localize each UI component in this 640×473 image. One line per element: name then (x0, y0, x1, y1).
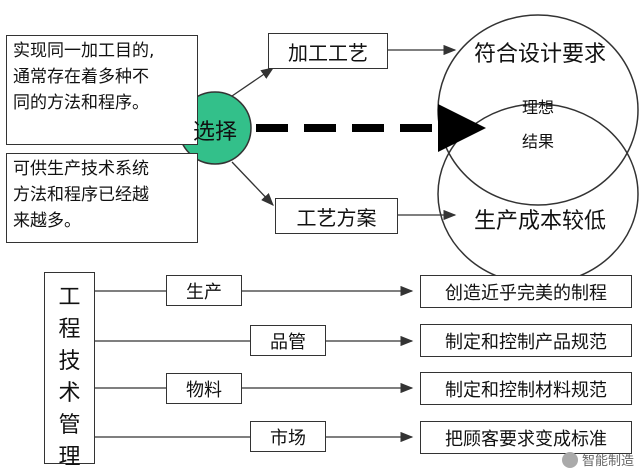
watermark-text: 智能制造 (581, 454, 634, 469)
note-lower-line3: 来越多。 (13, 211, 81, 231)
row-label-text-2: 品管 (270, 331, 306, 353)
watermark: 智能制造 (561, 450, 634, 469)
lower-option-label: 工艺方案 (296, 205, 377, 230)
note-upper-line3: 同的方法和程序。 (13, 93, 149, 113)
row-result-text-4: 把顾客要求变成标准 (445, 428, 607, 450)
row-label-material: 物料 (166, 373, 242, 404)
row-label-production: 生产 (166, 275, 242, 306)
circle-upper-text: 符合设计要求 (473, 42, 606, 67)
wechat-icon (561, 451, 578, 468)
note-lower-line1: 可供生产技术系统 (13, 159, 149, 179)
note-upper-line1: 实现同一加工目的, (13, 41, 155, 61)
title-char-3: 技 (58, 349, 81, 374)
row-label-text-1: 生产 (186, 281, 222, 303)
row-label-text-4: 市场 (270, 427, 306, 449)
row-result-3: 制定和控制材料规范 (420, 372, 632, 405)
choice-label: 选择 (192, 120, 237, 145)
row-result-2: 制定和控制产品规范 (420, 324, 632, 357)
row-result-text-2: 制定和控制产品规范 (445, 331, 607, 353)
ideal-text-line1: 理想 (521, 98, 554, 117)
title-char-2: 程 (58, 317, 81, 342)
row-result-text-1: 创造近乎完美的制程 (445, 282, 607, 304)
row-result-4: 把顾客要求变成标准 (420, 421, 632, 454)
note-upper: 实现同一加工目的, 通常存在着多种不 同的方法和程序。 (6, 35, 198, 145)
circle-lower-text: 生产成本较低 (473, 209, 606, 234)
title-char-1: 工 (58, 285, 81, 310)
row-result-text-3: 制定和控制材料规范 (445, 379, 607, 401)
row-label-quality: 品管 (250, 325, 326, 356)
row-result-1: 创造近乎完美的制程 (420, 275, 632, 308)
ideal-text-line2: 结果 (521, 132, 554, 151)
title-char-6: 理 (58, 445, 81, 470)
arrow-to-upper-option (231, 67, 275, 97)
engineering-management-title: 工 程 技 术 管 理 (44, 272, 95, 470)
title-char-5: 管 (58, 413, 81, 438)
row-label-text-3: 物料 (186, 379, 222, 401)
note-lower-line2: 方法和程序已经越 (13, 185, 149, 205)
upper-option-label: 加工工艺 (288, 40, 368, 65)
upper-option-box: 加工工艺 (268, 33, 388, 69)
row-label-market: 市场 (250, 421, 326, 452)
lower-option-box: 工艺方案 (275, 198, 398, 234)
title-char-4: 术 (58, 381, 81, 406)
note-lower: 可供生产技术系统 方法和程序已经越 来越多。 (6, 153, 198, 243)
note-upper-line2: 通常存在着多种不 (13, 67, 149, 87)
arrow-to-lower-option (231, 161, 274, 206)
